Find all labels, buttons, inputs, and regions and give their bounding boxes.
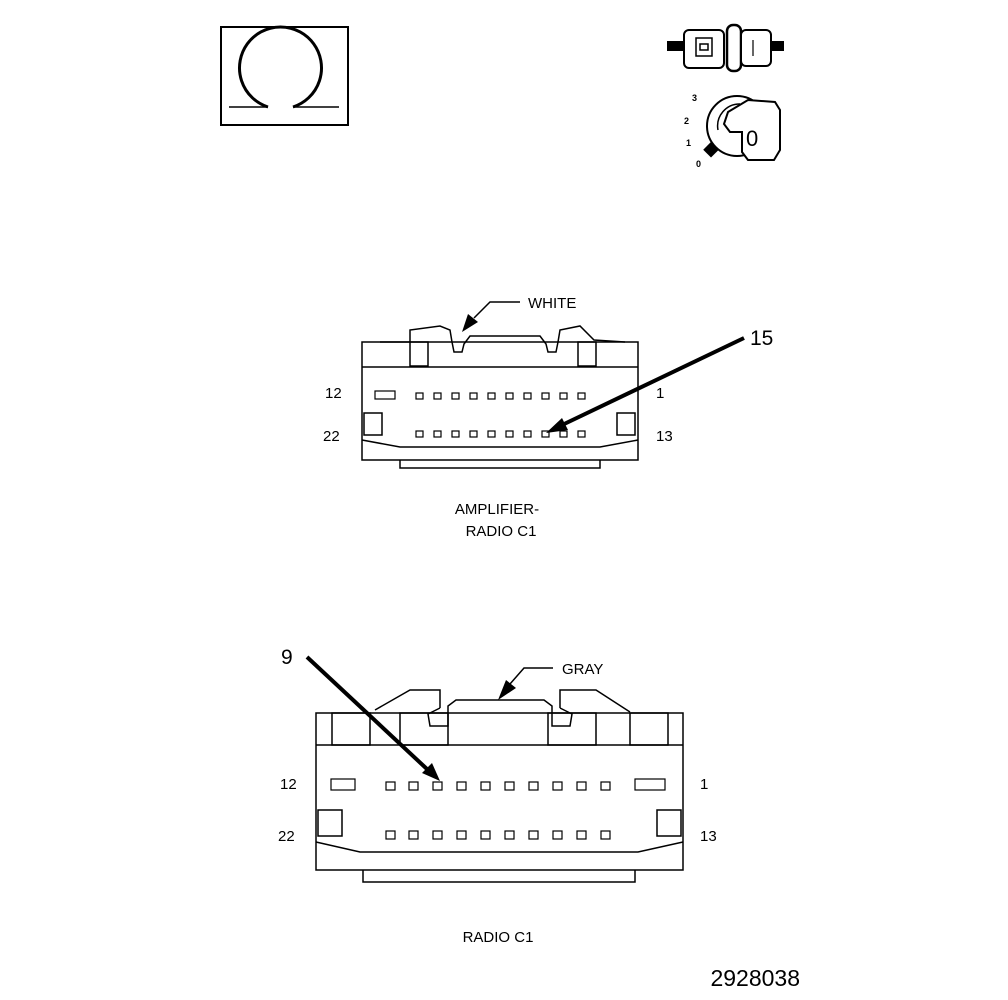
inline-connector-icon — [667, 23, 784, 73]
radio-top-pin-row — [385, 781, 611, 791]
ignition-key-icon: 3 2 1 0 0 — [684, 93, 781, 169]
key-label: 0 — [746, 126, 758, 151]
amplifier-callout-number: 15 — [750, 327, 773, 350]
radio-pin-22-label: 22 — [278, 828, 295, 845]
radio-color-label: GRAY — [562, 661, 603, 678]
key-position-1: 1 — [686, 138, 691, 148]
amplifier-pin-1-label: 1 — [656, 385, 664, 402]
key-position-2: 2 — [684, 116, 689, 126]
radio-pin-1-label: 1 — [700, 776, 708, 793]
key-position-3: 3 — [692, 93, 697, 103]
key-position-0: 0 — [696, 159, 701, 169]
radio-callout-number: 9 — [281, 646, 293, 669]
radio-pin-12-label: 12 — [280, 776, 297, 793]
radio-pin-13-label: 13 — [700, 828, 717, 845]
ohm-symbol-icon — [220, 25, 349, 126]
radio-title: RADIO C1 — [463, 929, 534, 946]
amplifier-pin-22-label: 22 — [323, 428, 340, 445]
amplifier-color-label: WHITE — [528, 295, 576, 312]
figure-number: 2928038 — [710, 965, 800, 991]
amplifier-title-line1: AMPLIFIER- — [455, 501, 539, 518]
amplifier-pin-12-label: 12 — [325, 385, 342, 402]
amplifier-radio-c1-connector — [361, 301, 745, 469]
amplifier-title-line2: RADIO C1 — [466, 523, 537, 540]
amplifier-top-pin-row — [415, 392, 586, 400]
radio-c1-connector — [305, 655, 684, 883]
amplifier-pin-13-label: 13 — [656, 428, 673, 445]
amplifier-bottom-pin-row — [415, 430, 586, 438]
radio-bottom-pin-row — [385, 830, 611, 840]
